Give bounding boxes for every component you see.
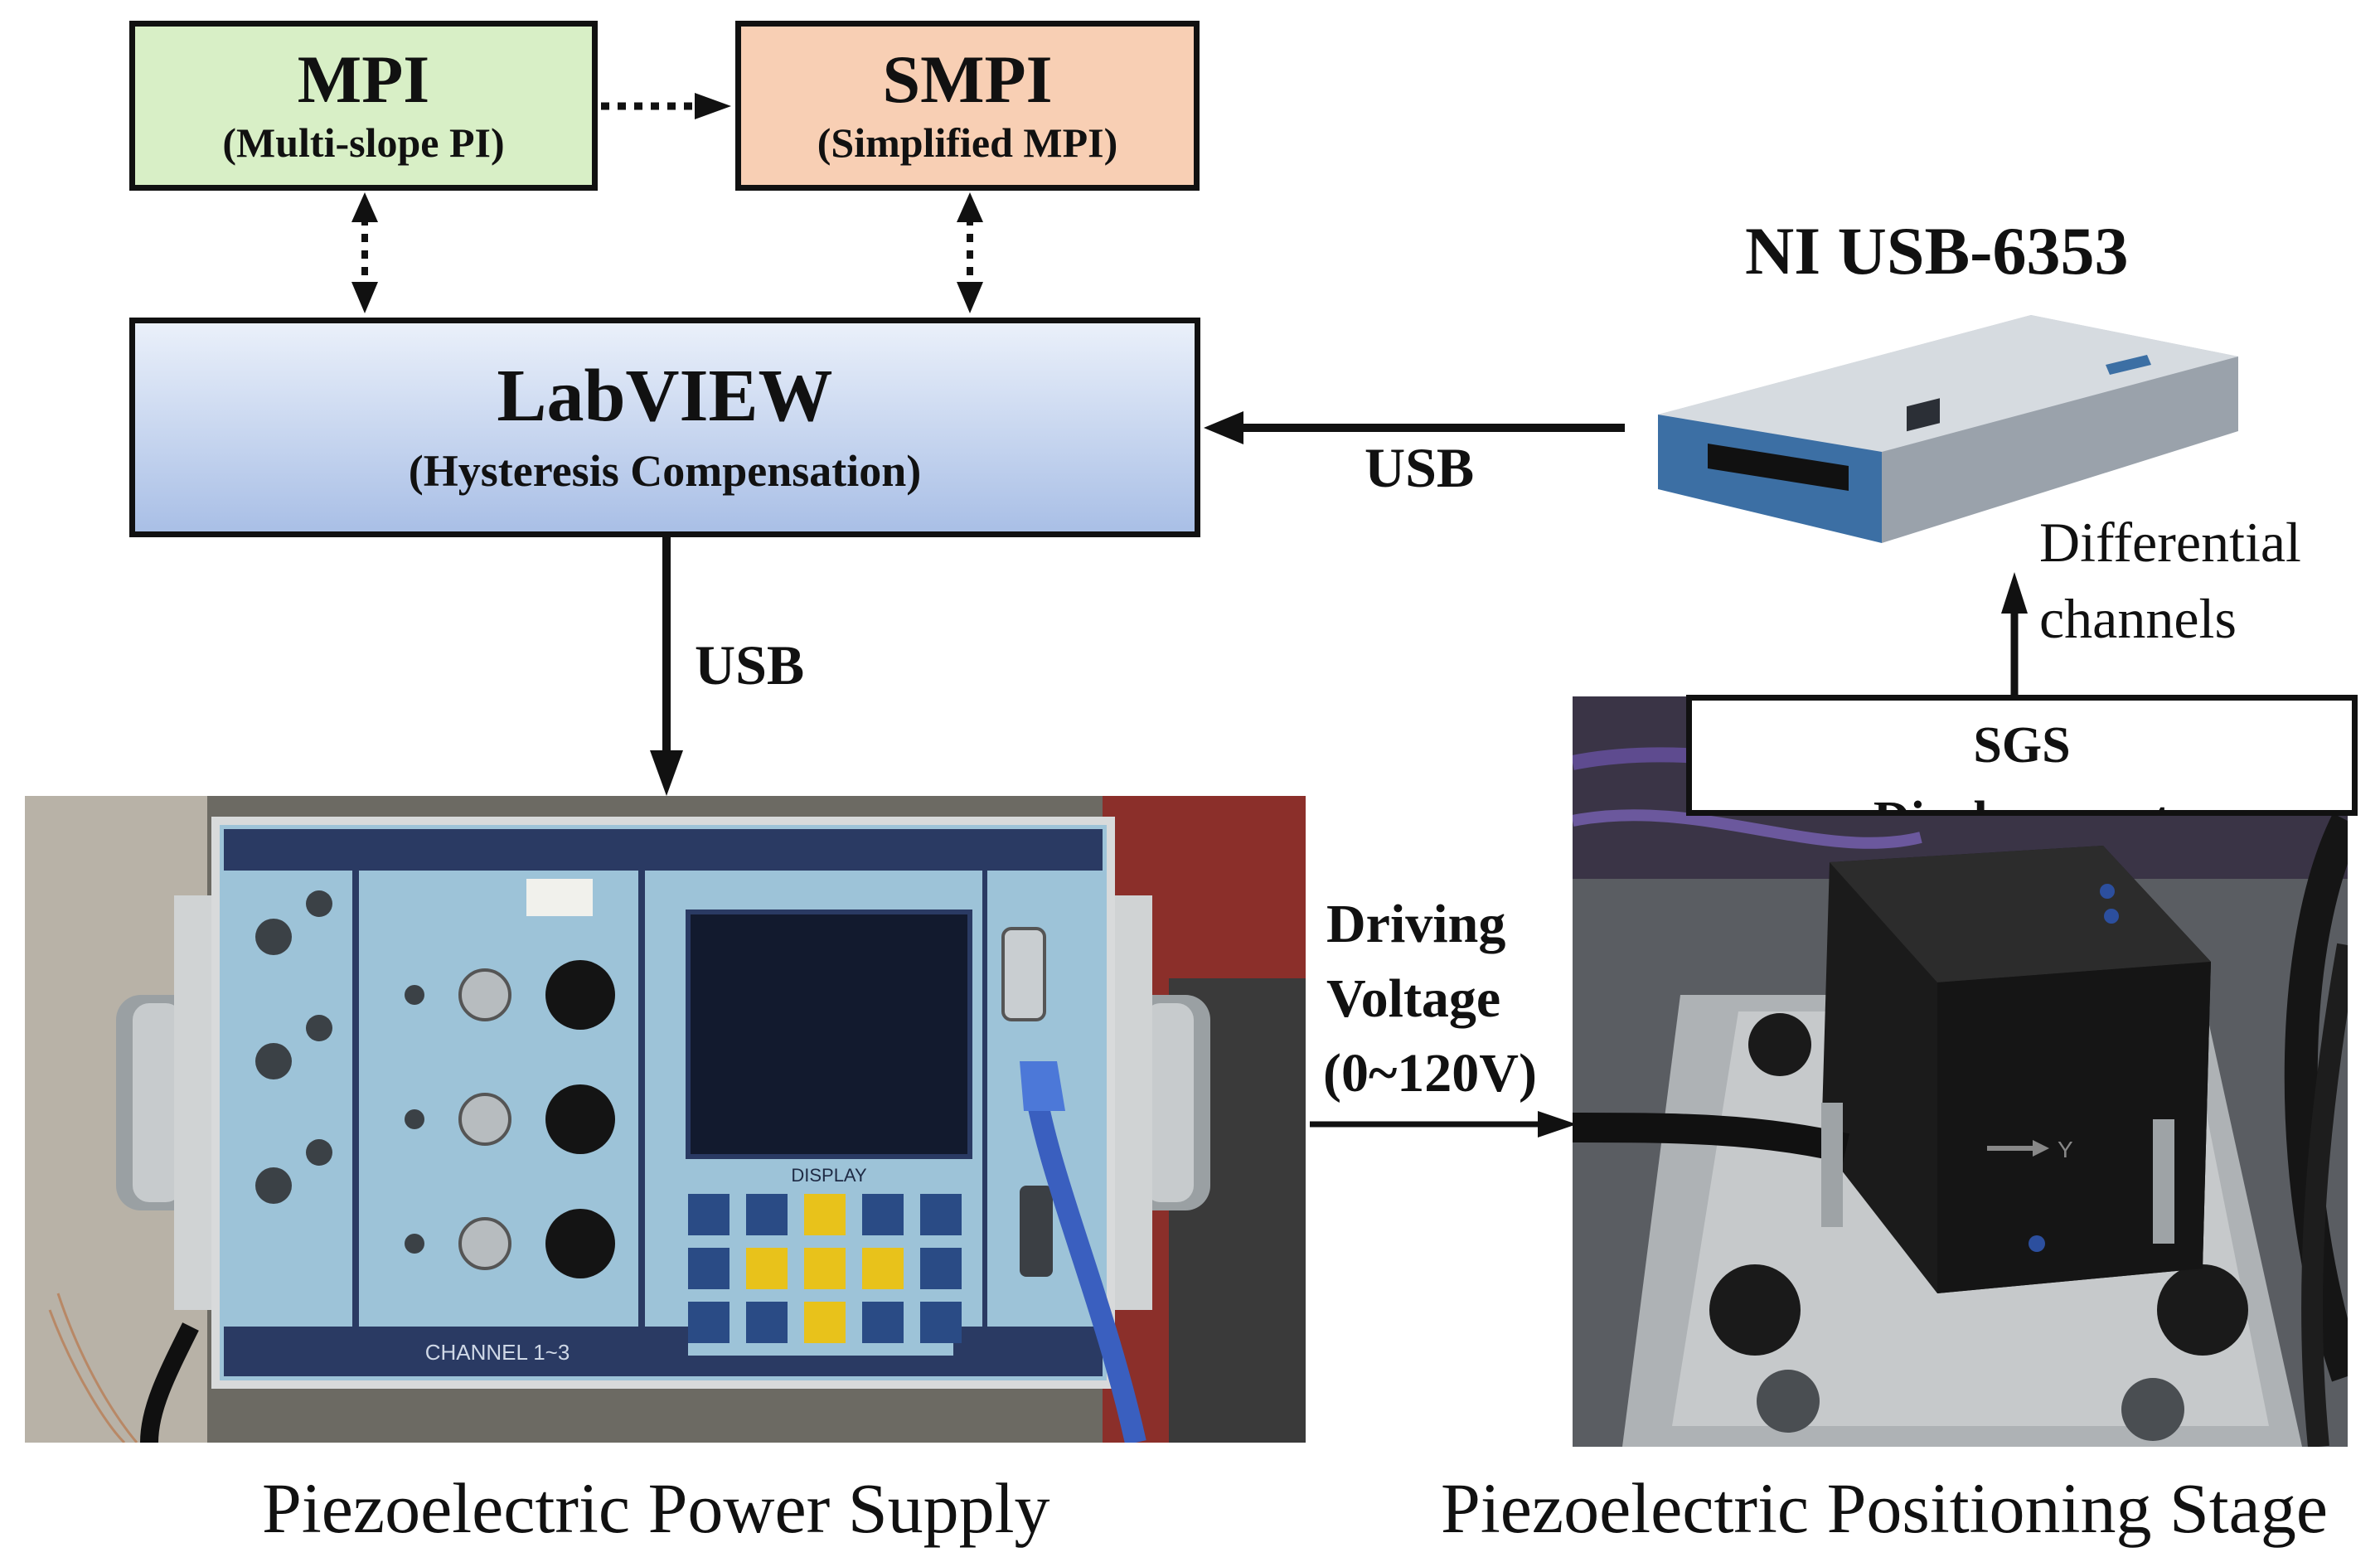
display-label: DISPLAY (791, 1165, 867, 1186)
mpi-title: MPI (297, 41, 430, 117)
sgs-sensor-box: SGS Displacement Sensor (1686, 695, 2358, 816)
smpi-subtitle: (Simplified MPI) (817, 119, 1118, 166)
positioning-stage-photo: Y (1573, 696, 2348, 1447)
driving-voltage-line1: Driving (1326, 894, 1506, 954)
driving-voltage-line2: Voltage (1326, 968, 1501, 1029)
mpi-subtitle: (Multi-slope PI) (222, 119, 505, 166)
ni-usb-6353-device (1658, 315, 2238, 543)
mpi-box: MPI (Multi-slope PI) (129, 21, 598, 191)
smpi-box: SMPI (Simplified MPI) (735, 21, 1200, 191)
power-supply-photo: CHANNEL 1~3 DISPLAY (25, 796, 1306, 1443)
labview-box: LabVIEW (Hysteresis Compensation) (129, 318, 1200, 537)
power-supply-caption: Piezoelectric Power Supply (262, 1468, 1050, 1548)
lcd-screen (686, 910, 972, 1159)
daq-title: NI USB-6353 (1745, 213, 2129, 289)
keypad (688, 1190, 962, 1356)
labview-subtitle: (Hysteresis Compensation) (408, 445, 922, 496)
channel-label: CHANNEL 1~3 (425, 1340, 570, 1365)
stage-caption: Piezoelectric Positioning Stage (1441, 1468, 2329, 1548)
differential-line2: channels (2039, 587, 2237, 650)
usb-label-horizontal: USB (1365, 436, 1475, 499)
differential-line1: Differential (2039, 511, 2301, 574)
sgs-sensor-label: SGS Displacement Sensor (1873, 717, 2170, 810)
usb-label-vertical: USB (695, 633, 805, 696)
driving-voltage-line3: (0~120V) (1323, 1043, 1537, 1104)
labview-title: LabVIEW (497, 354, 833, 437)
axis-label: Y (2058, 1137, 2073, 1162)
smpi-title: SMPI (882, 41, 1053, 117)
